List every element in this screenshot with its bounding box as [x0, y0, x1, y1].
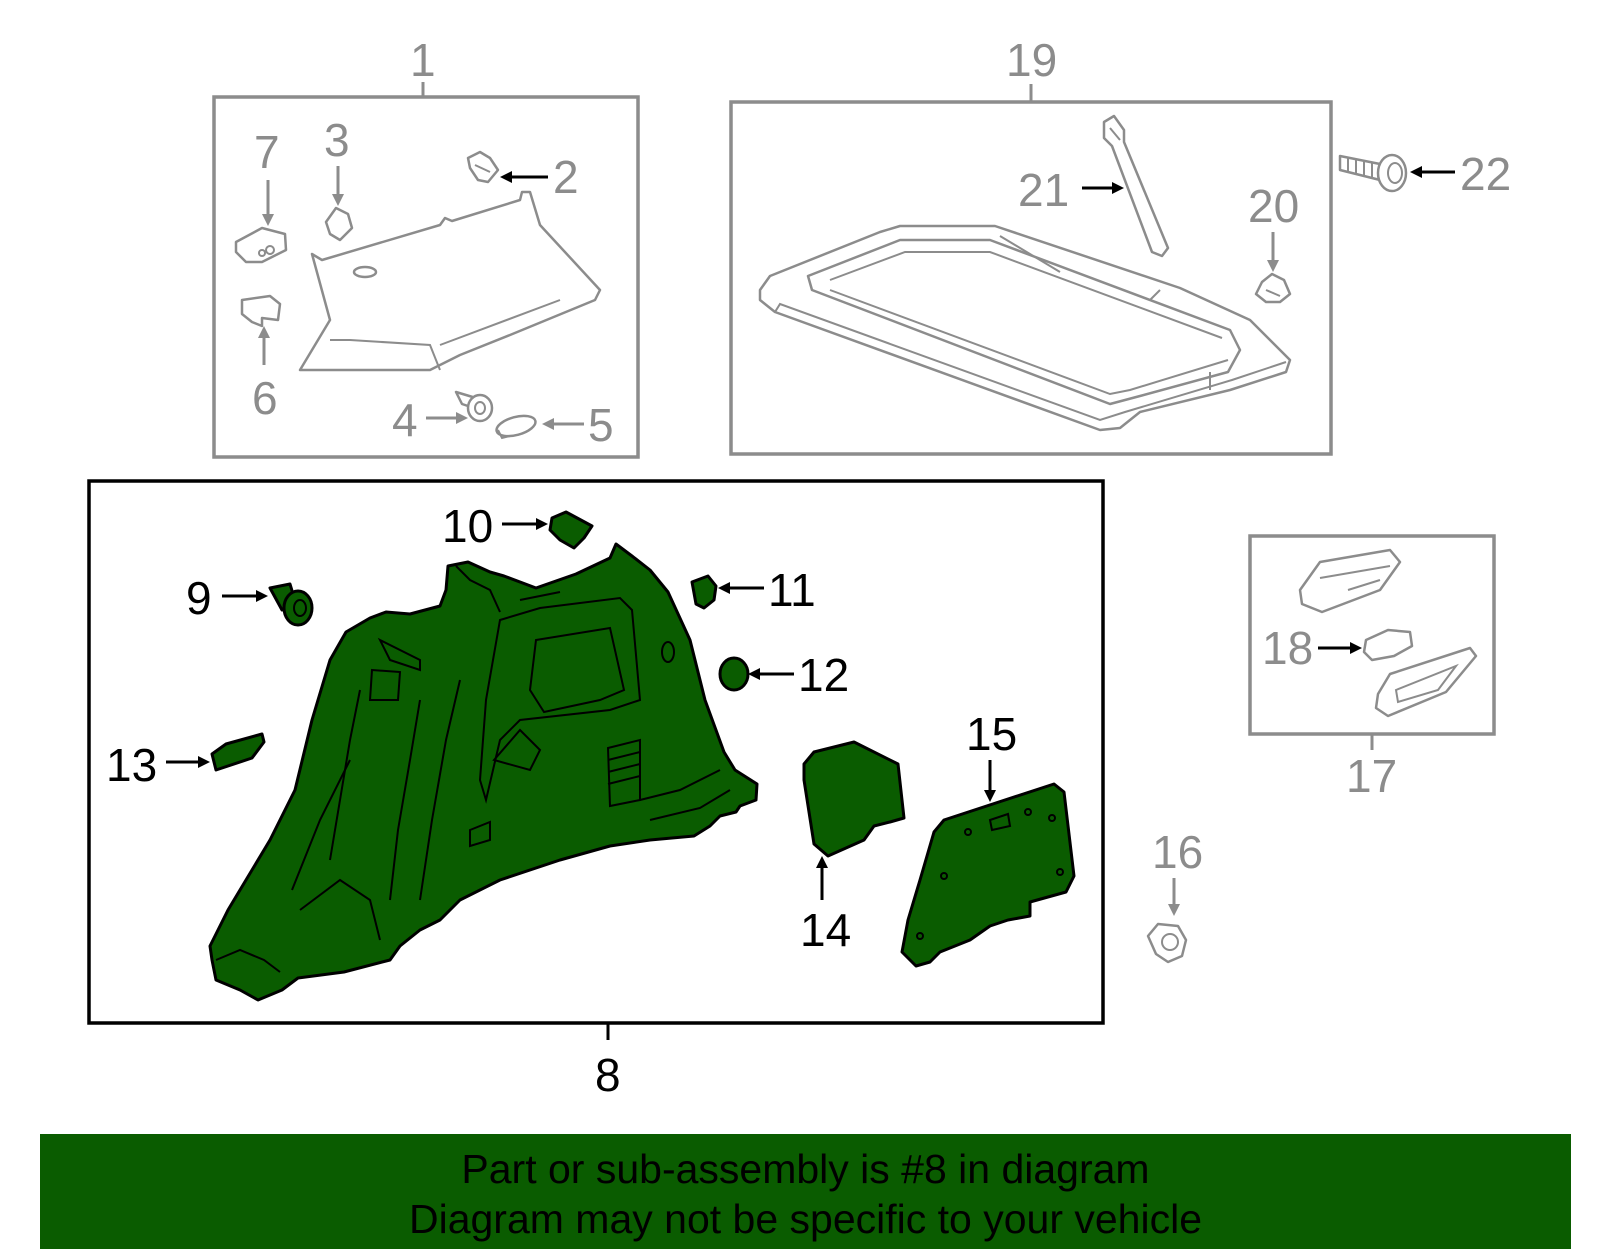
callout-19[interactable]: 19	[1006, 34, 1057, 86]
callout-17[interactable]: 17	[1346, 750, 1397, 802]
panel-part-14[interactable]	[802, 740, 906, 858]
group-17-box: 17 18	[1248, 534, 1496, 802]
bracket-part-7[interactable]	[234, 226, 288, 264]
callout-12[interactable]: 12	[798, 649, 849, 701]
bulb-part-18[interactable]	[1362, 628, 1414, 662]
bracket-part-6[interactable]	[240, 294, 282, 328]
bolt-part-22[interactable]	[1338, 153, 1408, 193]
callout-22[interactable]: 22	[1460, 148, 1511, 200]
callout-6[interactable]: 6	[252, 372, 278, 424]
screw-part-4[interactable]	[454, 390, 494, 423]
banner-line-2: Diagram may not be specific to your vehi…	[408, 1196, 1202, 1242]
callout-9[interactable]: 9	[186, 572, 212, 624]
callout-7[interactable]: 7	[254, 126, 280, 178]
callout-16[interactable]: 16	[1152, 826, 1203, 878]
callout-3[interactable]: 3	[324, 114, 350, 166]
banner-line-1: Part or sub-assembly is #8 in diagram	[461, 1146, 1150, 1192]
callout-18[interactable]: 18	[1262, 622, 1313, 674]
clip-part-11[interactable]	[690, 574, 718, 610]
callout-14[interactable]: 14	[800, 904, 851, 956]
callout-5[interactable]: 5	[588, 399, 614, 451]
callout-15[interactable]: 15	[966, 708, 1017, 760]
callout-13[interactable]: 13	[106, 739, 157, 791]
clip-part-20[interactable]	[1254, 272, 1292, 304]
notice-banner: Part or sub-assembly is #8 in diagram Di…	[40, 1134, 1571, 1249]
upper-trim-panel-part[interactable]	[298, 190, 602, 372]
callout-11[interactable]: 11	[768, 564, 816, 616]
callout-2[interactable]: 2	[553, 151, 579, 203]
callout-20[interactable]: 20	[1248, 180, 1299, 232]
callout-4[interactable]: 4	[392, 394, 418, 446]
callout-10[interactable]: 10	[442, 500, 493, 552]
lamp-housing-part[interactable]	[1298, 548, 1402, 614]
cargo-floor-part[interactable]	[758, 224, 1292, 432]
group-1-box: 1 2 3 7	[212, 34, 640, 459]
clip-part-2[interactable]	[466, 150, 500, 184]
clip-part-3[interactable]	[324, 206, 354, 242]
clip-part-16[interactable]	[1146, 922, 1188, 964]
plug-part-12[interactable]	[718, 656, 750, 692]
cover-part-13[interactable]	[210, 732, 266, 772]
callout-21[interactable]: 21	[1018, 164, 1069, 216]
fastener-part-9[interactable]	[268, 582, 314, 627]
quarter-trim-panel-part-8[interactable]	[208, 542, 759, 1002]
grommet-part-5[interactable]	[494, 412, 537, 440]
lamp-lens-part[interactable]	[1374, 646, 1478, 718]
callout-1[interactable]: 1	[410, 34, 436, 86]
support-rod-part-21[interactable]	[1102, 114, 1170, 258]
clip-part-10[interactable]	[548, 510, 594, 550]
access-cover-part-15[interactable]	[900, 782, 1076, 968]
callout-8[interactable]: 8	[595, 1049, 621, 1101]
group-19-box: 19 21 20	[729, 34, 1333, 456]
group-8-box: 8 10 9	[87, 479, 1105, 1101]
